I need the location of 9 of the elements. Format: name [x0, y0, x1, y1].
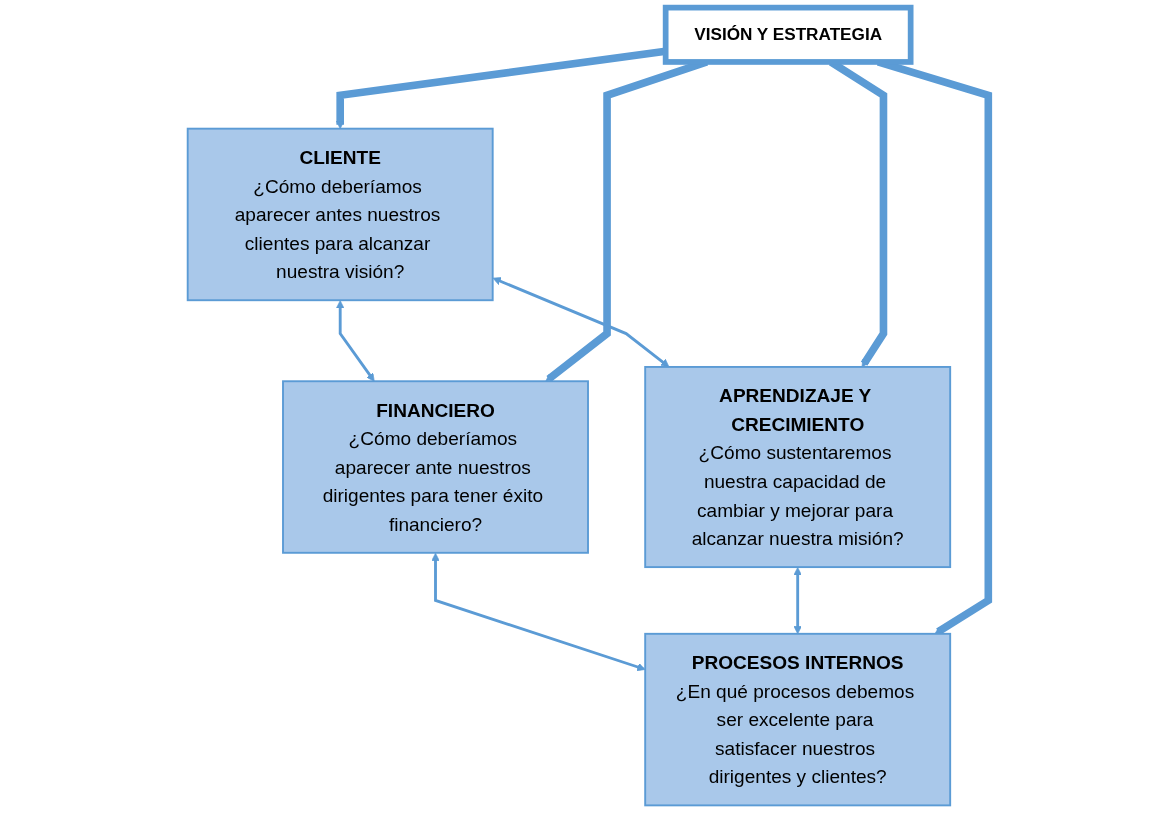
node-box: VISIÓN Y ESTRATEGIA	[662, 4, 914, 65]
node-box: PROCESOS INTERNOS ¿En qué procesos debemos ser excelente para satisfacer nuestros dirigentes y clientes?	[644, 632, 952, 807]
arrow	[336, 300, 375, 382]
node-box: APRENDIZAJE Y CRECIMIENTO ¿Cómo sustentaremos nuestra capacidad de cambiar y mejorar para alcanzar nuestra misión?	[644, 366, 952, 569]
arrow	[793, 567, 802, 635]
arrow	[431, 552, 646, 672]
node-box: CLIENTE ¿Cómo deberíamos aparecer antes nuestros clientes para alcanzar nuestra visión?	[186, 127, 494, 302]
arrow	[492, 277, 670, 368]
node-box: FINANCIERO ¿Cómo deberíamos aparecer ante nuestros dirigentes para tener éxito financiero?	[282, 380, 589, 554]
